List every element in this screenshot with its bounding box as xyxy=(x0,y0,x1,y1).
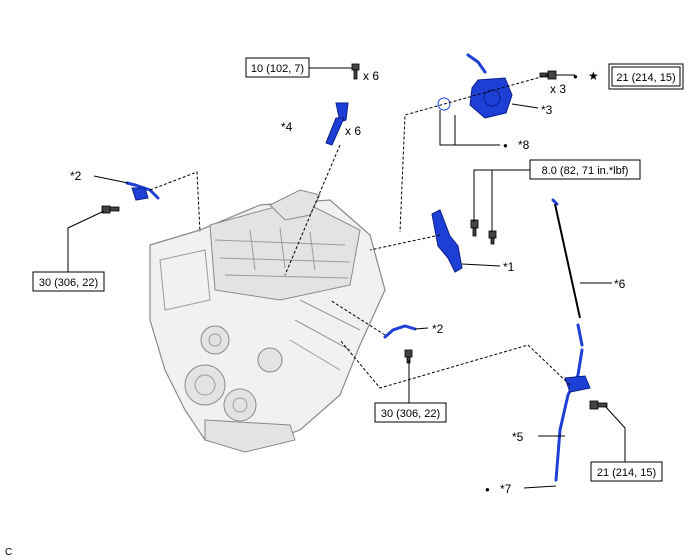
leader-c2b xyxy=(414,327,429,330)
callout-c2b: *2 xyxy=(432,322,444,336)
dash-pump xyxy=(399,74,549,233)
star-icon: ★ xyxy=(588,69,599,83)
qty-bolts-top: x 6 xyxy=(363,69,379,83)
bolt-dipstick-guide xyxy=(589,400,608,410)
dot-icon: ● xyxy=(485,485,490,494)
leader-t6 xyxy=(604,405,626,462)
dash-bracket-lower xyxy=(329,299,386,336)
dash-dipstick xyxy=(339,339,571,389)
dot-icon: ● xyxy=(503,141,508,150)
leader-t3 xyxy=(473,169,530,222)
torque-box-t1: 10 (102, 7) xyxy=(245,57,310,78)
callout-c3: *3 xyxy=(541,103,553,117)
leader-c8 xyxy=(439,110,500,146)
bracket-lower-part xyxy=(383,324,417,339)
torque-box-t3: 8.0 (82, 71 in.*lbf) xyxy=(529,159,641,180)
engine-assembly-illustration xyxy=(149,189,386,453)
leader-c1 xyxy=(461,263,501,267)
bracket-upper-part xyxy=(125,181,160,201)
callout-c4: *4 xyxy=(281,120,293,134)
dash-bracket-upper xyxy=(149,171,201,233)
torque-box-t2: 21 (214, 15) xyxy=(608,63,684,90)
dash-coil xyxy=(284,144,341,276)
qty-coils: x 6 xyxy=(345,124,361,138)
ignition-coil-part xyxy=(325,102,349,146)
leader-c3 xyxy=(511,103,539,109)
svg-text:8.0 (82, 71 in.*lbf): 8.0 (82, 71 in.*lbf) xyxy=(542,165,629,177)
callout-c5: *5 xyxy=(512,430,524,444)
qty-pump-bolts: x 3 xyxy=(550,82,566,96)
callout-c6: *6 xyxy=(614,277,626,291)
dash-bracket xyxy=(369,234,441,251)
torque-box-t6: 21 (214, 15) xyxy=(590,461,663,482)
callout-c7: *7 xyxy=(500,482,512,496)
svg-text:10 (102, 7): 10 (102, 7) xyxy=(251,63,304,75)
svg-text:21 (214, 15): 21 (214, 15) xyxy=(597,467,656,479)
bracket-part xyxy=(431,209,463,273)
dipstick-part xyxy=(551,198,584,347)
dot-icon: ● xyxy=(573,72,578,81)
dipstick-guide-part xyxy=(554,348,591,482)
vacuum-pump-part xyxy=(437,53,513,119)
leader-c7 xyxy=(523,485,557,489)
corner-code: C xyxy=(5,547,12,558)
torque-box-t5: 30 (306, 22) xyxy=(374,402,447,423)
svg-text:30 (306, 22): 30 (306, 22) xyxy=(39,277,98,289)
callout-c1: *1 xyxy=(503,260,515,274)
bolt-bracket-upper xyxy=(101,205,120,214)
bolt-bracket-a xyxy=(470,219,479,237)
torque-box-t4: 30 (306, 22) xyxy=(32,271,105,292)
callout-c8: *8 xyxy=(518,138,530,152)
bolt-bracket-b xyxy=(488,230,497,245)
bolt-coil-top xyxy=(351,63,360,80)
leader-t4 xyxy=(67,210,105,272)
svg-text:21 (214, 15): 21 (214, 15) xyxy=(616,72,675,84)
svg-text:30 (306, 22): 30 (306, 22) xyxy=(381,408,440,420)
leader-c2a xyxy=(93,175,129,184)
callout-c2a: *2 xyxy=(70,169,82,183)
